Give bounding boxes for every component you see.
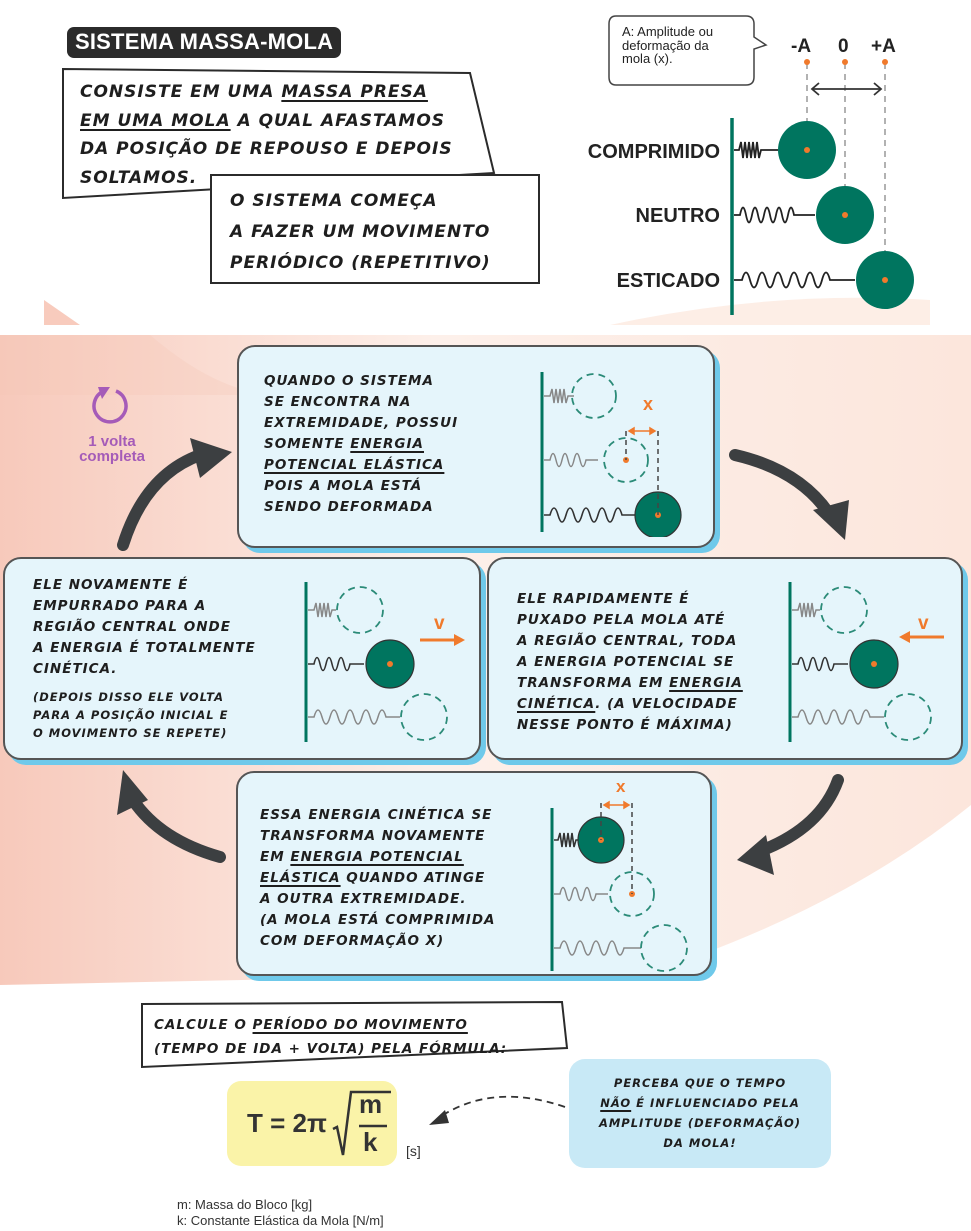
arrow-right-to-bottom	[749, 774, 844, 859]
spring-compressed	[734, 141, 778, 159]
dot-neg-a	[804, 59, 810, 65]
dot-pos-a	[882, 59, 888, 65]
card-top-diagram	[540, 372, 682, 537]
card-bottom-text: Essa energia cinética se transforma nova…	[260, 807, 496, 949]
amplitude-definition: A: Amplitude ou deformação da mola (x).	[622, 24, 714, 66]
card-right-diagram	[788, 582, 944, 742]
period-box-frame	[141, 1000, 569, 1069]
state-label-compressed: COMPRIMIDO	[587, 141, 720, 163]
intro-box-frame	[62, 67, 496, 200]
velocity-label: v	[918, 613, 929, 634]
arrow-left-to-top	[117, 449, 206, 551]
arrow-bottom-to-left	[127, 794, 226, 863]
card-right-text: Ele rapidamente é puxado pela mola até a…	[517, 591, 743, 733]
spring-states-diagram	[730, 59, 914, 315]
displacement-label: x	[616, 777, 626, 796]
intro-text: Consiste em uma massa presa em uma mola …	[80, 82, 453, 188]
square-root-sign	[332, 1090, 391, 1156]
amplitude-range-arrow	[810, 82, 883, 96]
page-title: SISTEMA MASSA-MOLA	[67, 27, 342, 58]
card-kinetic-energy: Ele rapidamente é puxado pela mola até a…	[487, 557, 963, 760]
card-top-text: Quando o sistema se encontra na extremid…	[264, 373, 459, 515]
amplitude-note-text: Perceba que o tempo não é influenciado p…	[598, 1076, 802, 1150]
axis-label-zero: 0	[838, 36, 849, 57]
card-bottom-diagram	[550, 800, 688, 972]
periodic-text: O sistema começa a fazer um movimento pe…	[230, 191, 491, 273]
cycle-icon	[92, 387, 128, 424]
speech-bubble-frame	[608, 15, 768, 86]
periodic-box: O sistema começa a fazer um movimento pe…	[210, 174, 540, 284]
formula-unit: [s]	[406, 1143, 421, 1159]
displacement-label: x	[643, 394, 654, 414]
decor-strip	[610, 297, 930, 325]
formula-numerator: m	[359, 1089, 383, 1119]
velocity-label: v	[434, 613, 445, 634]
decor-wedge	[44, 300, 80, 325]
amplitude-bubble: A: Amplitude ou deformação da mola (x).	[608, 15, 768, 86]
period-instruction-box: Calcule o período do movimento (tempo de…	[140, 1000, 569, 1070]
card-potential-energy-return: Essa energia cinética se transforma nova…	[236, 771, 712, 976]
axis-label-pos-a: +A	[871, 36, 896, 57]
intro-box: Consiste em uma massa presa em uma mola …	[58, 66, 498, 202]
period-instruction-text: Calcule o período do movimento (tempo de…	[154, 1017, 508, 1057]
formula-legend: m: Massa do Bloco [kg] k: Constante Elás…	[177, 1197, 384, 1229]
formula-lhs: T = 2π	[247, 1108, 327, 1138]
card-left-text: Ele novamente é empurrado para a região …	[33, 577, 256, 740]
legend-mass: m: Massa do Bloco [kg]	[177, 1197, 313, 1212]
dashed-pointer-arrow	[429, 1095, 566, 1125]
arrow-top-to-right	[729, 449, 836, 521]
axis-label-neg-a: -A	[791, 36, 812, 57]
state-label-neutral: NEUTRO	[635, 205, 720, 227]
cycle-label: 1 volta completa	[79, 433, 145, 465]
card-potential-energy: Quando o sistema se encontra na extremid…	[237, 345, 715, 548]
card-left-diagram	[304, 582, 465, 742]
state-label-stretched: ESTICADO	[616, 270, 720, 292]
spring-stretched	[734, 271, 855, 289]
formula-denominator: k	[363, 1127, 378, 1157]
card-kinetic-return: Ele novamente é empurrado para a região …	[3, 557, 481, 760]
amplitude-note: Perceba que o tempo não é influenciado p…	[569, 1059, 831, 1168]
period-formula: T = 2π m k	[227, 1081, 397, 1166]
cycle-arrows	[117, 438, 849, 875]
legend-spring-constant: k: Constante Elástica da Mola [N/m]	[177, 1213, 384, 1228]
dot-zero	[842, 59, 848, 65]
spring-neutral	[734, 206, 815, 224]
